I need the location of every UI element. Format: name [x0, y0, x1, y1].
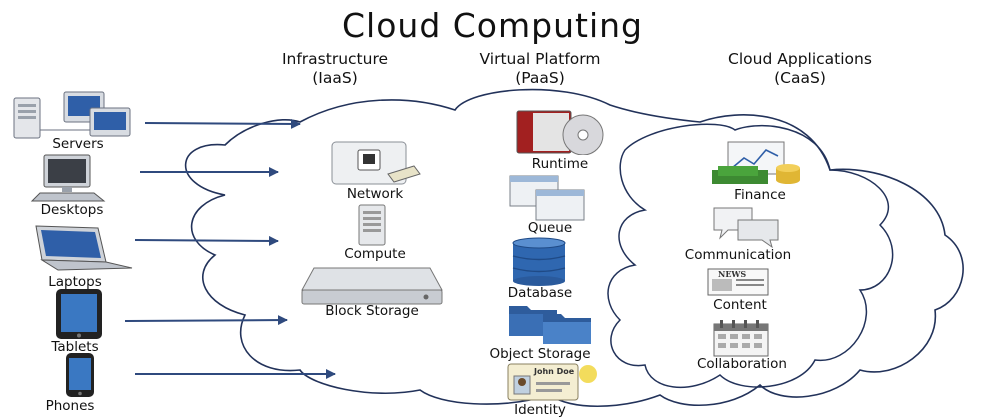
column-header-caas: Cloud Applications (CaaS) — [680, 50, 920, 88]
diagram-title: Cloud Computing — [342, 6, 643, 45]
identity-card-name: John Doe — [534, 367, 575, 376]
device-label-desktops: Desktops — [40, 202, 104, 218]
app-label-finance: Finance — [734, 187, 786, 203]
device-label-phones: Phones — [45, 398, 95, 414]
tablet-icon — [50, 288, 110, 340]
column-header-iaas-line2: (IaaS) — [312, 69, 358, 87]
iaas-label-compute: Compute — [344, 246, 406, 262]
iaas-label-block-storage: Block Storage — [325, 303, 419, 319]
news-header-text: NEWS — [718, 269, 747, 279]
block-storage-icon — [292, 266, 452, 306]
column-header-caas-line1: Cloud Applications — [728, 50, 872, 68]
server-icon — [8, 90, 148, 140]
app-label-communication: Communication — [684, 247, 792, 263]
queue-icon — [508, 174, 588, 222]
paas-label-database: Database — [507, 285, 573, 301]
runtime-icon — [513, 107, 623, 156]
identity-icon: John Doe — [506, 362, 606, 402]
arrow-tablets — [124, 315, 288, 326]
paas-label-runtime: Runtime — [531, 156, 589, 172]
arrow-servers — [144, 118, 301, 129]
network-icon — [330, 140, 425, 188]
paas-label-identity: Identity — [514, 402, 566, 418]
app-label-collaboration: Collaboration — [697, 356, 787, 372]
laptop-icon — [28, 222, 138, 272]
paas-label-queue: Queue — [527, 220, 573, 236]
device-label-servers: Servers — [52, 136, 104, 152]
desktop-icon — [30, 153, 130, 203]
outer-cloud-path — [184, 88, 964, 407]
iaas-label-network: Network — [346, 186, 404, 202]
column-header-paas-line2: (PaaS) — [515, 69, 565, 87]
object-storage-icon — [507, 300, 607, 346]
device-label-tablets: Tablets — [51, 339, 99, 355]
inner-cloud-path — [607, 123, 894, 388]
column-header-paas-line1: Virtual Platform — [479, 50, 601, 68]
phone-icon — [60, 352, 100, 398]
paas-label-object-storage: Object Storage — [489, 346, 591, 362]
column-header-iaas: Infrastructure (IaaS) — [255, 50, 415, 88]
app-label-content: Content — [713, 297, 767, 313]
database-icon — [509, 237, 569, 287]
compute-icon — [349, 204, 395, 246]
device-label-laptops: Laptops — [48, 274, 102, 290]
column-header-paas: Virtual Platform (PaaS) — [455, 50, 625, 88]
arrow-laptops — [134, 235, 279, 246]
finance-icon — [708, 140, 808, 188]
collaboration-icon — [712, 318, 772, 358]
column-header-iaas-line1: Infrastructure — [281, 50, 389, 68]
column-header-caas-line2: (CaaS) — [774, 69, 826, 87]
communication-icon — [712, 206, 782, 249]
content-icon: NEWS — [706, 267, 772, 297]
